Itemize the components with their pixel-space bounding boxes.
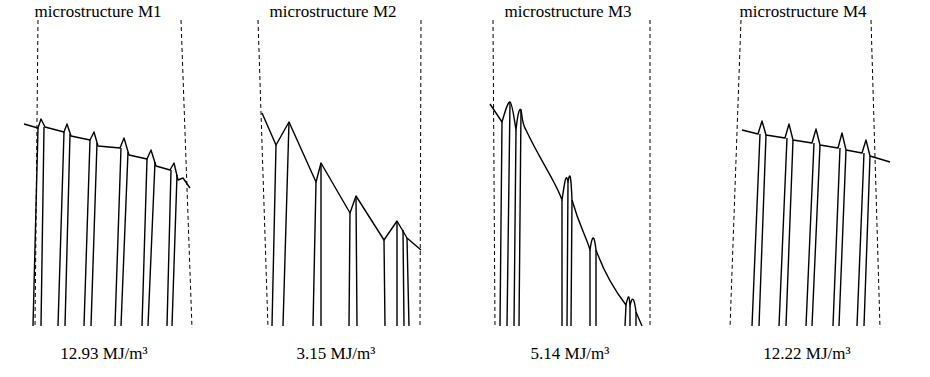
panel-title: microstructure M3 (505, 2, 632, 22)
laminate-microstructure (24, 102, 890, 326)
panel-title: microstructure M4 (740, 2, 867, 22)
panel-title: microstructure M2 (270, 2, 397, 22)
energy-value: 12.22 MJ/m³ (763, 344, 850, 364)
energy-value: 5.14 MJ/m³ (531, 344, 610, 364)
cell-boundary (35, 20, 880, 328)
energy-value: 12.93 MJ/m³ (60, 344, 147, 364)
energy-value: 3.15 MJ/m³ (297, 344, 376, 364)
panel-title: microstructure M1 (35, 2, 162, 22)
